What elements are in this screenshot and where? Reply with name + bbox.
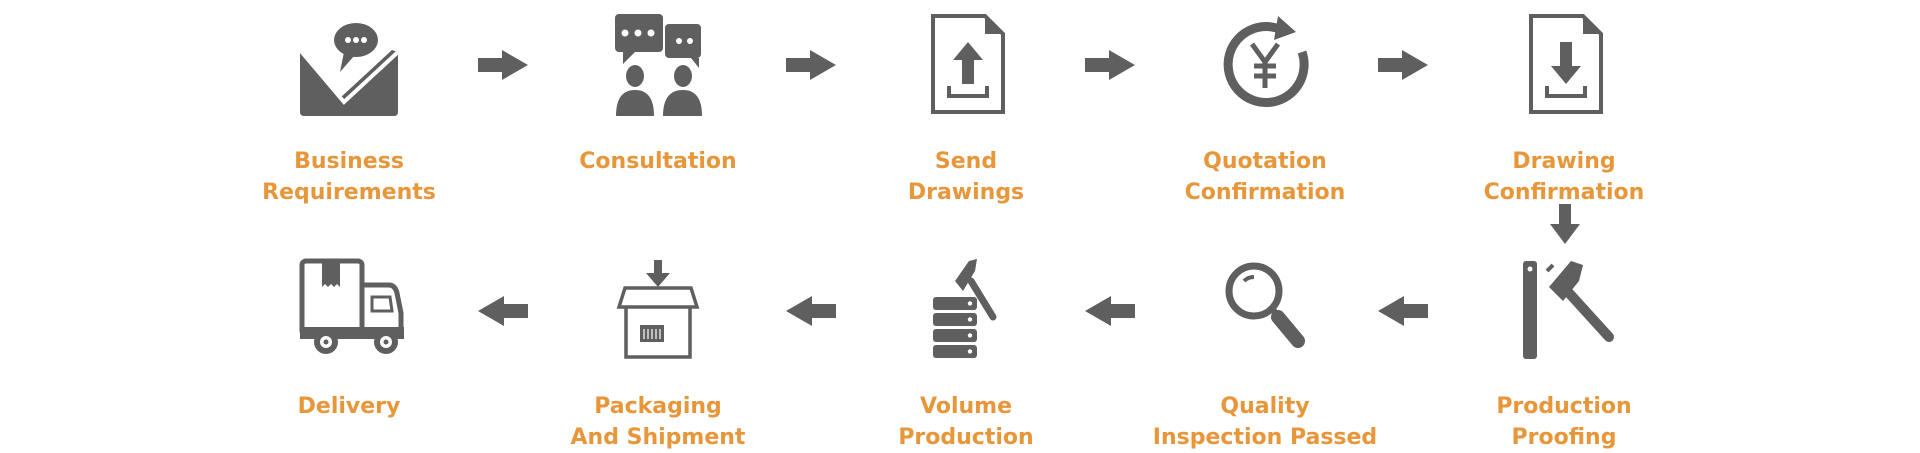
consultation-icon	[615, 14, 702, 116]
step-label-line1: Quality	[1220, 394, 1310, 419]
hammer-stack-icon	[933, 259, 997, 358]
step-label-line1: Drawing	[1512, 149, 1616, 174]
step-label-line2: Inspection Passed	[1152, 425, 1378, 450]
truck-icon	[299, 258, 404, 354]
step-label-line1: Quotation	[1203, 149, 1327, 174]
step-label-line2: Production	[898, 425, 1034, 450]
box-icon	[616, 260, 700, 359]
step-consultation: Consultation	[528, 12, 788, 177]
arrow-right-icon	[786, 50, 836, 80]
step-label-line1: Volume	[920, 394, 1012, 419]
magnifier-icon	[1225, 262, 1305, 348]
arrow-left-icon	[786, 296, 836, 326]
hammer-ruler-icon	[1523, 261, 1614, 359]
step-label-line2: Requirements	[262, 180, 436, 205]
arrow-left-icon	[1378, 296, 1428, 326]
step-label-line2: Confirmation	[1483, 180, 1645, 205]
arrow-down-icon	[1550, 204, 1580, 244]
step-label-line1: Business	[294, 149, 404, 174]
envelope-chat-icon	[298, 23, 400, 116]
step-label-line1: Delivery	[297, 394, 401, 419]
step-label-line1: Packaging	[594, 394, 722, 419]
upload-document-icon	[931, 14, 1005, 114]
step-label-line2: Proofing	[1511, 425, 1617, 450]
step-label-line1: Consultation	[579, 149, 737, 174]
step-label-line2: Confirmation	[1184, 180, 1346, 205]
step-label-line1: Send	[934, 149, 998, 174]
step-label-line2: Drawings	[907, 180, 1025, 205]
step-delivery: Delivery	[219, 257, 479, 422]
arrow-right-icon	[1085, 50, 1135, 80]
yen-refresh-icon	[1223, 16, 1309, 107]
arrow-left-icon	[478, 296, 528, 326]
step-label-line1: Production	[1496, 394, 1632, 419]
step-label-line2: And Shipment	[570, 425, 746, 450]
arrow-left-icon	[1085, 296, 1135, 326]
arrow-right-icon	[1378, 50, 1428, 80]
arrow-right-icon	[478, 50, 528, 80]
download-document-icon	[1529, 14, 1603, 114]
